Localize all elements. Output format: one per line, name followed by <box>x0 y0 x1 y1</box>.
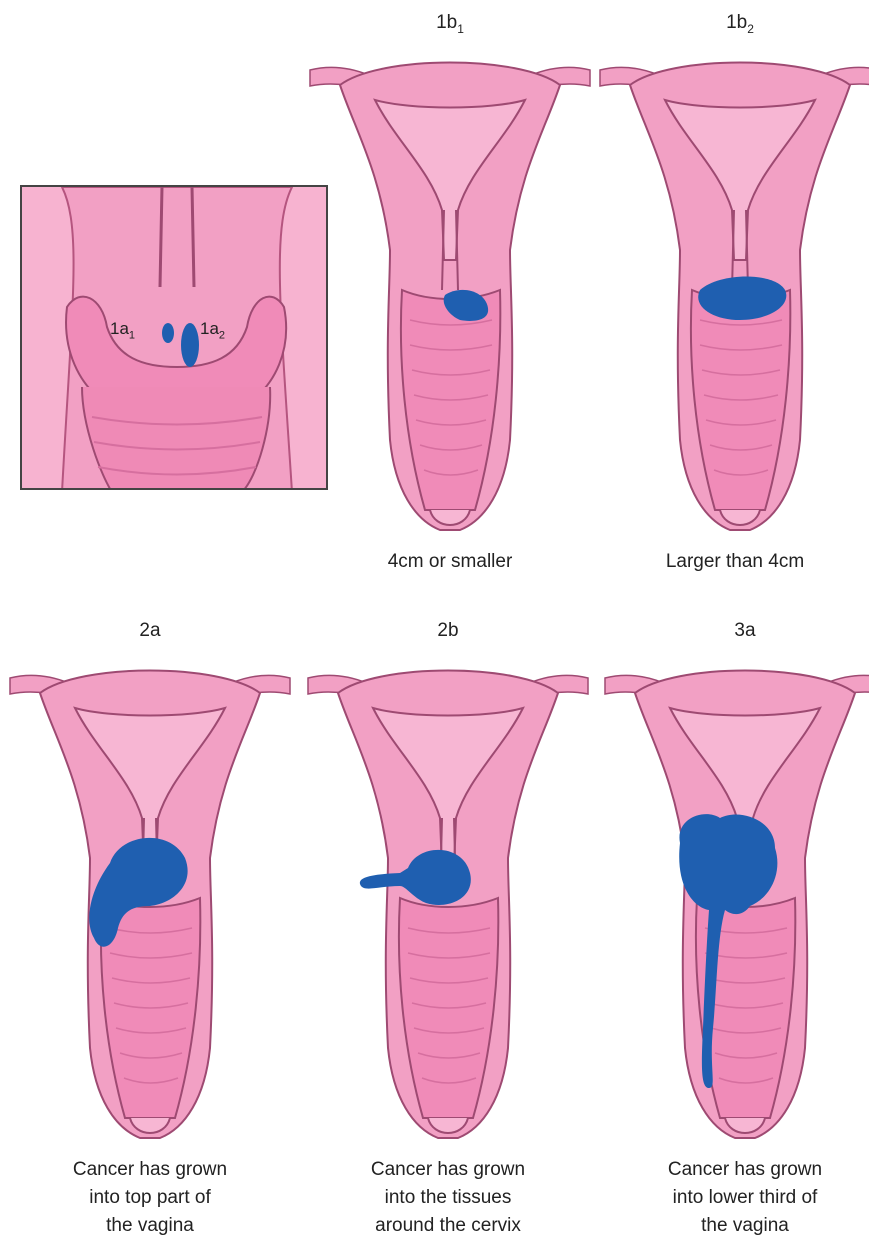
panel-title-3a: 3a <box>605 620 869 642</box>
panel-title-1b2: 1b2 <box>600 12 869 40</box>
uterus-illustration-2b <box>308 648 588 1158</box>
panel-title-2b: 2b <box>308 620 588 642</box>
caption-1b2: Larger than 4cm <box>595 548 869 576</box>
uterus-illustration-2a <box>10 648 290 1158</box>
caption-2a: Cancer has grown into top part of the va… <box>10 1156 290 1240</box>
tumor-1a1 <box>162 323 174 343</box>
uterus-illustration-1b1 <box>310 40 590 550</box>
tumor-2b <box>360 850 471 905</box>
tumor-1a2 <box>181 323 199 367</box>
uterus-illustration-1b2 <box>600 40 869 550</box>
cervix-closeup-illustration <box>22 187 328 490</box>
panel-title-2a: 2a <box>10 620 290 642</box>
stage-1a-inset: 1a1 1a2 <box>20 185 328 490</box>
caption-3a: Cancer has grown into lower third of the… <box>605 1156 869 1240</box>
caption-2b: Cancer has grown into the tissues around… <box>308 1156 588 1240</box>
label-1a2: 1a2 <box>200 319 225 341</box>
label-1a1: 1a1 <box>110 319 135 341</box>
panel-title-1b1: 1b1 <box>310 12 590 40</box>
uterus-illustration-3a <box>605 648 869 1158</box>
caption-1b1: 4cm or smaller <box>310 548 590 576</box>
